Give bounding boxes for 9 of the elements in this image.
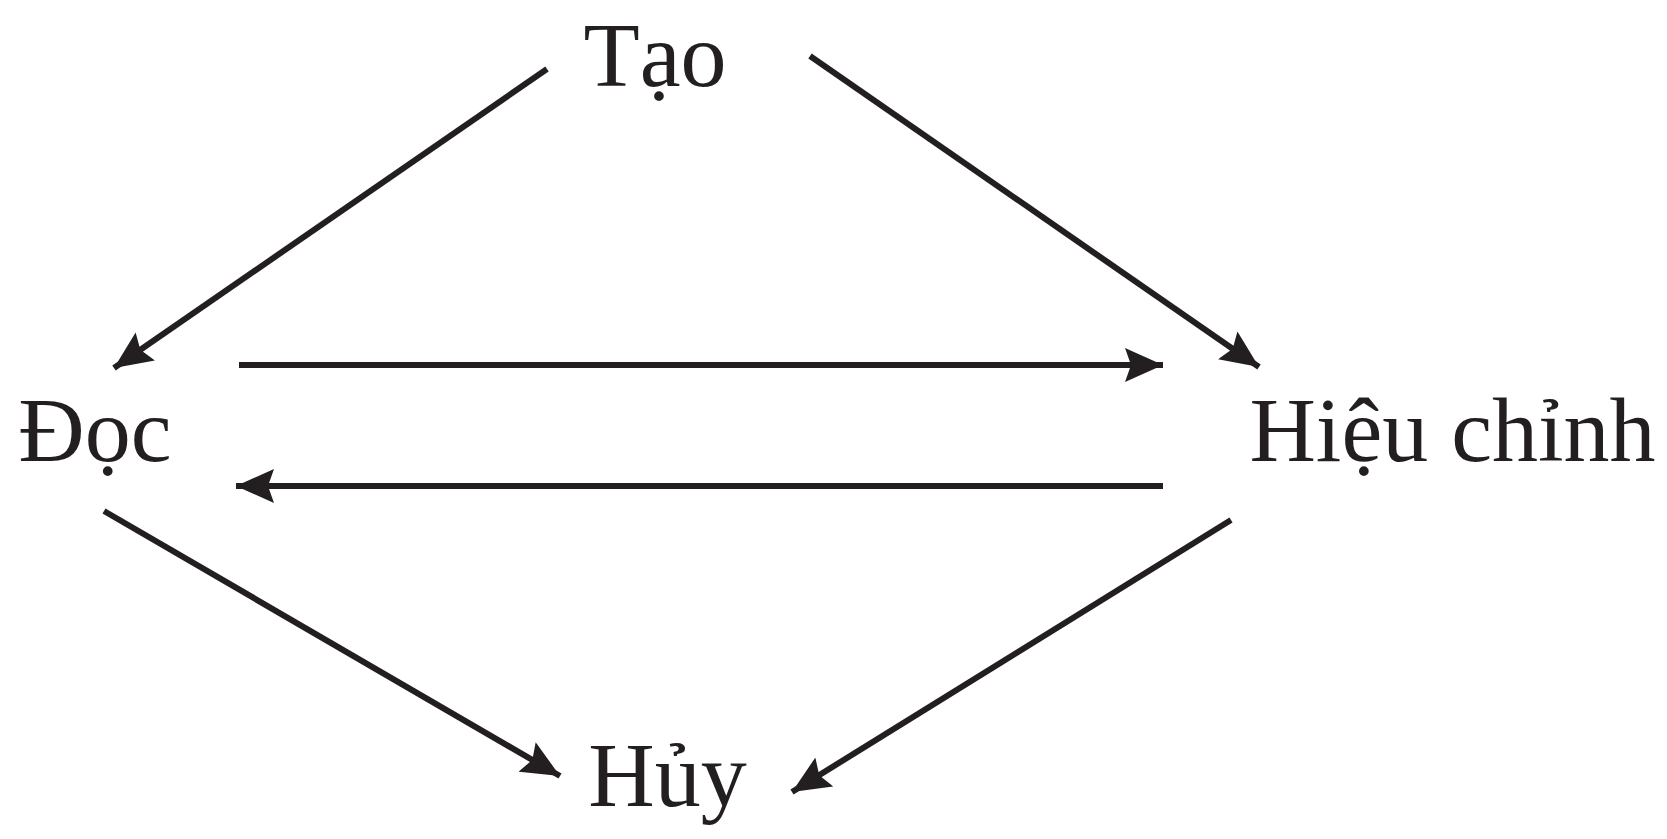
arrow: [236, 469, 1163, 503]
state-label: Tạo: [583, 9, 727, 101]
arrow: [790, 517, 1233, 795]
arrow: [102, 508, 562, 779]
arrow: [112, 66, 549, 371]
arrow: [808, 53, 1261, 370]
arrow: [239, 348, 1163, 382]
state-label: Đọc: [18, 384, 172, 476]
state-label: Hiệu chỉnh: [1249, 384, 1656, 476]
